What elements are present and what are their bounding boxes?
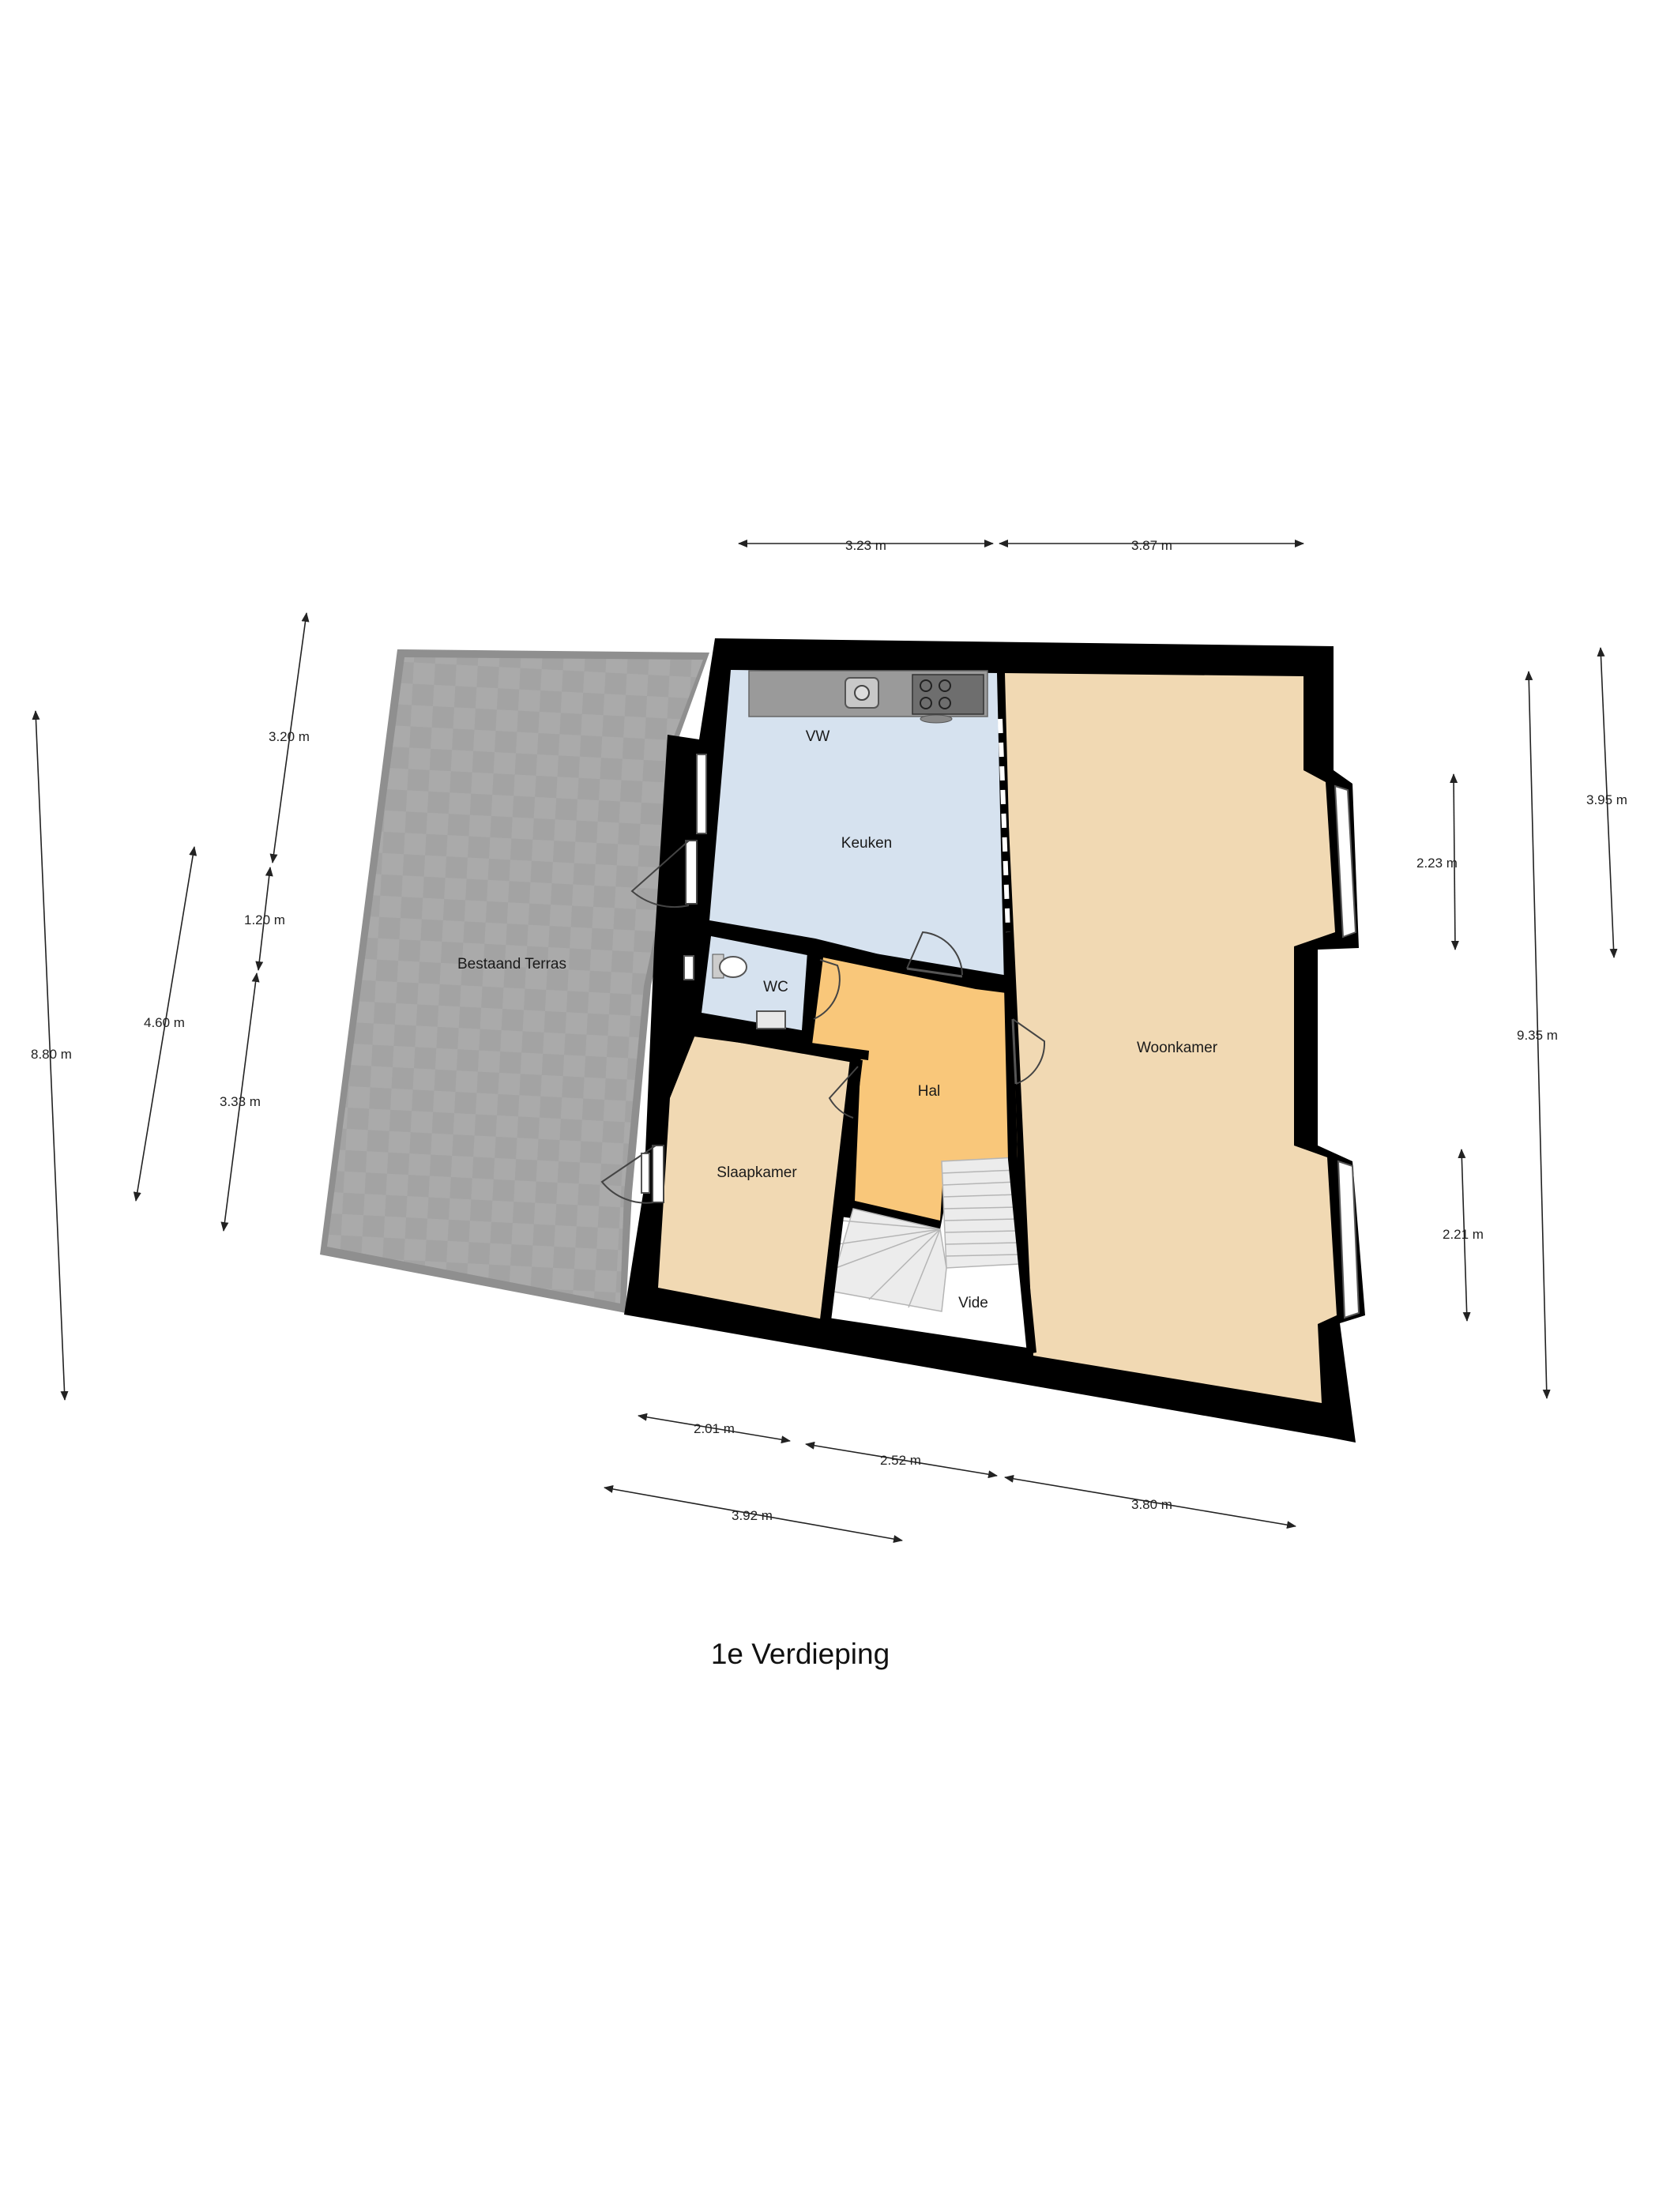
label-woonkamer: Woonkamer bbox=[1137, 1040, 1218, 1056]
label-vw: VW bbox=[806, 728, 830, 745]
dim-bottom-b: 2.52 m bbox=[880, 1453, 921, 1468]
door-kitchen-hal bbox=[906, 931, 963, 978]
dim-right-lower: 2.21 m bbox=[1443, 1227, 1484, 1242]
interior-walls bbox=[665, 673, 1036, 1354]
dim-bottom-c: 3.80 m bbox=[1131, 1497, 1172, 1512]
room-woonkamer bbox=[1002, 673, 1337, 1403]
label-hal: Hal bbox=[918, 1083, 941, 1100]
room-hal bbox=[812, 957, 1018, 1221]
door-wc bbox=[813, 959, 841, 1020]
dim-left-outer: 8.80 m bbox=[31, 1047, 72, 1062]
dim-top-right: 3.87 m bbox=[1131, 538, 1172, 553]
label-vide: Vide bbox=[958, 1295, 988, 1311]
label-terras: Bestaand Terras bbox=[457, 956, 566, 972]
dim-right-top: 3.95 m bbox=[1586, 792, 1627, 807]
label-wc: WC bbox=[763, 979, 788, 995]
dim-left-center: 1.20 m bbox=[244, 912, 285, 927]
washbasin-icon bbox=[756, 1010, 786, 1029]
dim-left-lower: 3.33 m bbox=[220, 1094, 261, 1109]
toilet-icon bbox=[712, 954, 747, 979]
terrace-area bbox=[320, 649, 709, 1313]
dim-right-outer: 9.35 m bbox=[1517, 1028, 1558, 1043]
dim-left-mid: 4.60 m bbox=[144, 1015, 185, 1030]
room-slaapkamer bbox=[658, 1035, 853, 1319]
door-terrace-slaapkamer bbox=[600, 1145, 664, 1204]
door-hal-woonkamer bbox=[1011, 1018, 1046, 1085]
room-keuken bbox=[709, 670, 1011, 980]
dimension-lines bbox=[32, 540, 1618, 1543]
door-terrace-kitchen bbox=[630, 840, 698, 908]
dim-bottom-a: 2.01 m bbox=[694, 1421, 735, 1436]
staircase bbox=[829, 1157, 1020, 1312]
windows bbox=[641, 718, 1360, 1319]
dim-left-upper: 3.20 m bbox=[269, 729, 310, 744]
dim-right-upper: 2.23 m bbox=[1416, 856, 1458, 871]
dim-bottom-d: 3.92 m bbox=[732, 1508, 773, 1523]
label-keuken: Keuken bbox=[841, 835, 892, 852]
dim-top-left: 3.23 m bbox=[845, 538, 886, 553]
kitchen-counter bbox=[748, 670, 988, 724]
floor-title: 1e Verdieping bbox=[711, 1638, 890, 1670]
label-slaapkamer: Slaapkamer bbox=[717, 1164, 797, 1181]
door-hal-slaapkamer bbox=[828, 1066, 859, 1119]
